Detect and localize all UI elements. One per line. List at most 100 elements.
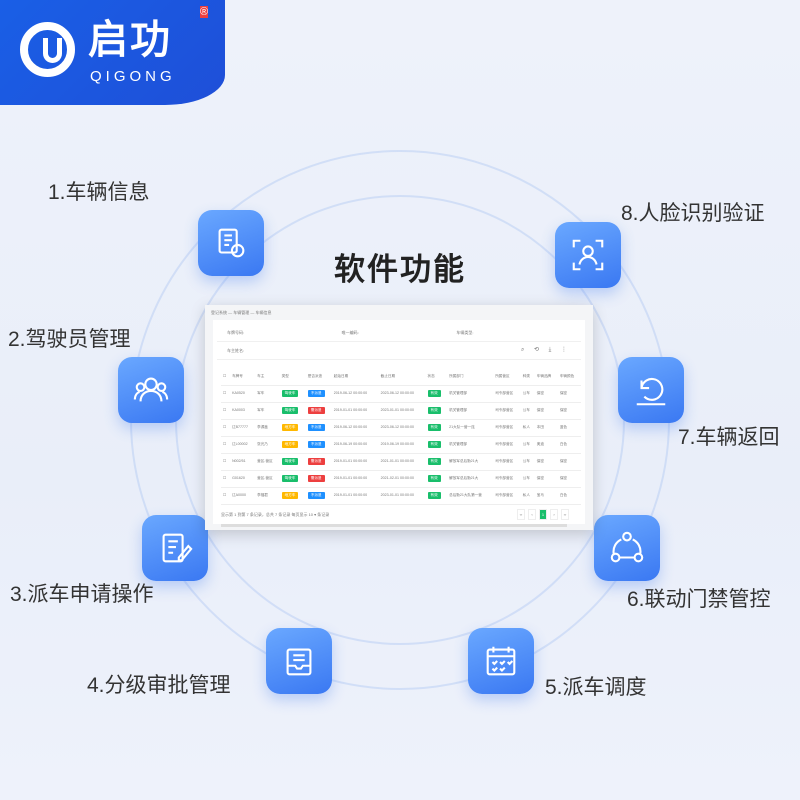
- table-footer: 显示第 1 到第 7 条记录，总共 7 条记录 每页显示 10 ▾ 条记录: [221, 512, 330, 517]
- page-button[interactable]: ›: [550, 509, 558, 520]
- column-header[interactable]: 车牌号: [230, 368, 256, 386]
- status-tag: 有效: [427, 440, 441, 449]
- column-header[interactable]: 车主: [255, 368, 280, 386]
- select-all-checkbox[interactable]: ☐: [221, 368, 231, 386]
- table-cell: 地方车: [279, 436, 306, 454]
- code-filter[interactable]: 唯一编码:: [341, 330, 359, 335]
- table-cell: 奥迪: [534, 436, 558, 454]
- type-filter[interactable]: 车辆类型:: [456, 330, 474, 335]
- page-button[interactable]: ‹‹: [517, 509, 525, 520]
- cell-text: 解放军总后勤21大: [449, 459, 479, 464]
- cell-text: 公车: [522, 476, 530, 481]
- column-header[interactable]: 起始日期: [331, 368, 379, 386]
- cell-text: 公车: [522, 408, 530, 413]
- table-cell: KA0520: [230, 385, 256, 403]
- row-checkbox[interactable]: ☐: [221, 453, 231, 471]
- table-cell: 总后勤21大队第一营: [447, 487, 494, 505]
- cell-text: 保密: [536, 391, 544, 396]
- table-cell: 保密: [534, 470, 558, 488]
- column-header[interactable]: 截止日期: [378, 368, 426, 386]
- table-cell: 有效: [425, 402, 448, 420]
- table-cell: 公车: [520, 453, 535, 471]
- table-cell: 营区-营区: [255, 453, 280, 471]
- column-header[interactable]: 类型: [279, 368, 306, 386]
- feature-label: 6.联动门禁管控: [627, 588, 771, 611]
- table-toolbar[interactable]: ⌕ ⟲ ⤓ ⋮: [520, 347, 571, 353]
- page-title: 软件功能: [334, 252, 466, 287]
- column-header[interactable]: 车辆品牌: [534, 368, 558, 386]
- page-button[interactable]: ››: [561, 509, 569, 520]
- cell-text: 辽A0000: [232, 493, 247, 498]
- table-cell: 2023-06-12 00:00:00: [378, 419, 426, 437]
- page-button[interactable]: 1: [539, 509, 547, 520]
- table-cell: 地方车: [279, 419, 306, 437]
- cell-text: 司令部营区: [495, 476, 514, 481]
- status-tag: 需派遣: [307, 474, 325, 483]
- table-cell: 李源鑫: [255, 419, 280, 437]
- table-cell: 需派遣: [305, 453, 332, 471]
- row-checkbox[interactable]: ☐: [221, 470, 231, 488]
- row-checkbox[interactable]: ☐: [221, 385, 231, 403]
- table-cell: 有效: [425, 385, 448, 403]
- cell-text: 21大队一营一连: [449, 425, 475, 430]
- cell-text: 2023-06-12 00:00:00: [380, 391, 415, 396]
- column-header[interactable]: 状态: [425, 368, 448, 386]
- cell-text: 机关管理部: [449, 442, 468, 447]
- owner-filter[interactable]: 车主姓名:: [227, 348, 245, 353]
- table-cell: 不派遣: [305, 419, 332, 437]
- row-checkbox[interactable]: ☐: [221, 419, 231, 437]
- status-tag: 驾驶车: [281, 389, 299, 398]
- cell-text: 保密: [536, 476, 544, 481]
- table-cell: 私人: [520, 419, 535, 437]
- content-panel: 车牌号码: 唯一编码: 车辆类型: 车主姓名:⌕ ⟲ ⤓ ⋮ ☐车牌号车主类型是…: [213, 320, 585, 527]
- power-icon: [20, 22, 75, 77]
- row-checkbox[interactable]: ☐: [221, 436, 231, 454]
- logo-cn: 启功: [88, 18, 172, 62]
- cell-text: 2019-06-12 00:00:00: [333, 391, 368, 396]
- pagination: ‹‹‹1›››: [517, 509, 569, 520]
- table-cell: 司令部营区: [493, 470, 521, 488]
- column-header[interactable]: 种类: [520, 368, 535, 386]
- vehicle-document-icon: [198, 210, 264, 276]
- table-cell: 有效: [425, 470, 448, 488]
- table-cell: 2019-06-19 00:00:00: [331, 436, 379, 454]
- table-cell: 白色: [557, 487, 581, 505]
- cell-text: 司令部营区: [495, 442, 514, 447]
- cell-text: 白色: [559, 442, 568, 447]
- feature-label: 1.车辆信息: [48, 181, 150, 204]
- table-cell: N002/51: [230, 453, 256, 471]
- horizontal-scrollbar[interactable]: [221, 524, 567, 527]
- column-header[interactable]: 是否派遣: [305, 368, 332, 386]
- cell-text: 宝马: [536, 493, 544, 498]
- table-cell: 白色: [557, 436, 581, 454]
- users-icon: [118, 357, 184, 423]
- table-cell: 公车: [520, 402, 535, 420]
- page-button[interactable]: ‹: [528, 509, 536, 520]
- table-cell: G01620: [230, 470, 256, 488]
- status-tag: 驾驶车: [281, 474, 299, 483]
- column-header[interactable]: 所属部门: [447, 368, 494, 386]
- cell-text: 军车: [257, 408, 265, 413]
- row-checkbox[interactable]: ☐: [221, 402, 231, 420]
- table-cell: 有效: [425, 436, 448, 454]
- table-cell: 驾驶车: [279, 470, 306, 488]
- table-cell: 2019-06-12 00:00:00: [331, 419, 379, 437]
- table-cell: 驾驶车: [279, 385, 306, 403]
- column-header[interactable]: 车辆颜色: [557, 368, 581, 386]
- cell-text: 保密: [559, 459, 568, 464]
- plate-filter[interactable]: 车牌号码:: [227, 330, 245, 335]
- row-checkbox[interactable]: ☐: [221, 487, 231, 505]
- cell-text: 保密: [559, 391, 568, 396]
- registered-mark: ®: [200, 6, 209, 18]
- table-cell: 军车: [255, 402, 280, 420]
- column-header[interactable]: 所属营区: [493, 368, 521, 386]
- status-tag: 有效: [427, 474, 441, 483]
- table-cell: 机关管理部: [447, 436, 494, 454]
